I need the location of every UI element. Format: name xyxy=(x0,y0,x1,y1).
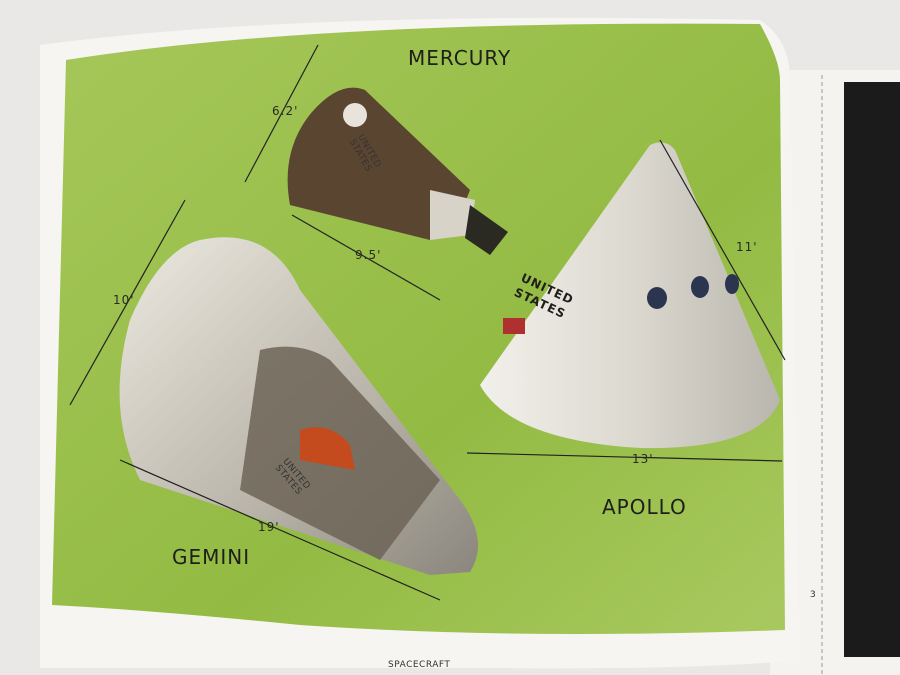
gemini-length: 19' xyxy=(258,520,280,534)
gemini-label: GEMINI xyxy=(172,545,251,569)
gemini-height: 10' xyxy=(113,293,135,307)
gemini-capsule xyxy=(69,199,478,601)
apollo-label: APOLLO xyxy=(602,495,687,519)
page-footer: SPACECRAFT xyxy=(388,660,451,670)
flag-icon xyxy=(503,318,525,334)
apollo-diameter: 13' xyxy=(632,452,654,466)
apollo-height: 11' xyxy=(736,240,758,254)
mercury-height: 6.2' xyxy=(272,104,299,118)
page-number: 3 xyxy=(810,590,817,600)
mercury-length: 9.5' xyxy=(355,248,382,262)
mercury-capsule xyxy=(244,44,508,301)
apollo-capsule xyxy=(466,139,786,462)
mercury-label: MERCURY xyxy=(408,46,512,70)
